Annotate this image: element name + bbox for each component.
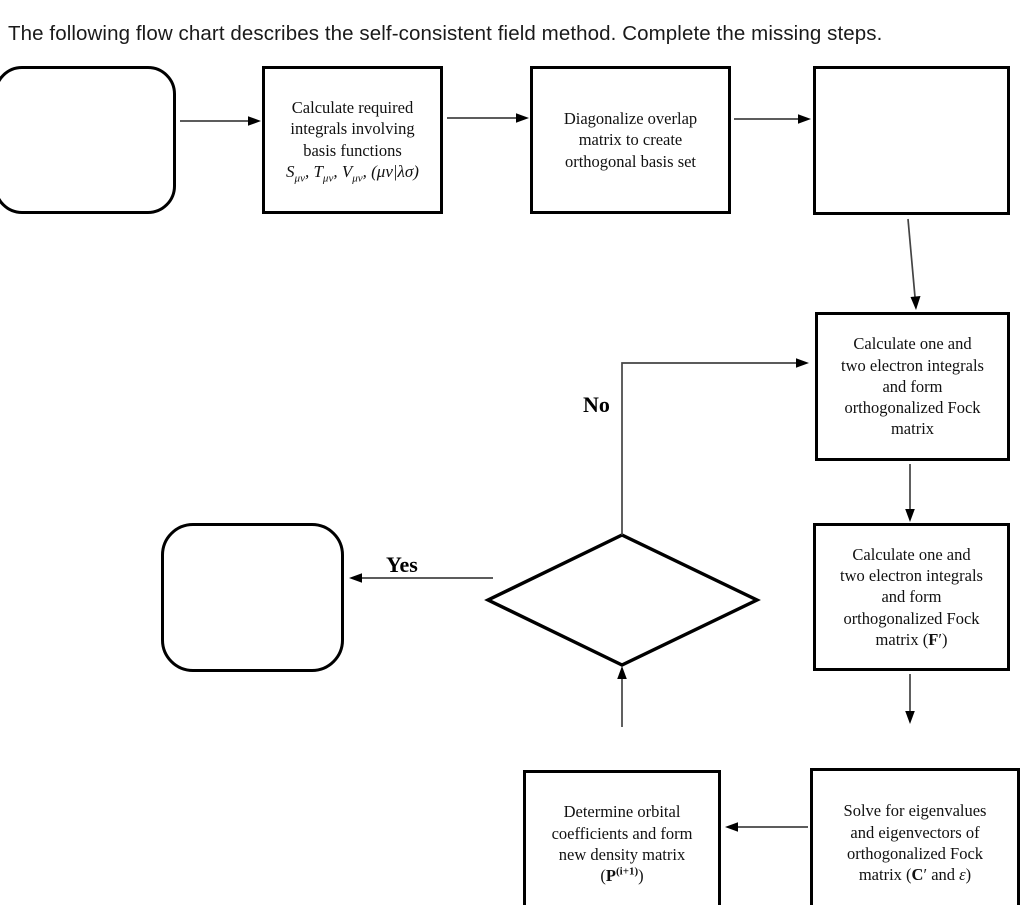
node-text-line: and form — [882, 376, 943, 396]
integrals-math-line: Sμν, Tμν, Vμν, (μν|λσ) — [286, 161, 419, 185]
arrow-blank-to-fock — [907, 218, 921, 310]
node-text-line: basis functions — [303, 140, 402, 160]
node-text-line: orthogonalized Fock — [843, 608, 980, 628]
node-text-line: Calculate one and — [853, 334, 972, 354]
node-text-line: Diagonalize overlap — [563, 109, 698, 129]
node-calc-integrals: Calculate required integrals involving b… — [262, 66, 443, 214]
node-text-line: (P(i+1)) — [600, 865, 644, 886]
no-branch-label: No — [583, 392, 610, 417]
node-text-line: Determine orbital — [563, 802, 681, 822]
arrow-diagonalize-to-blank — [734, 114, 811, 124]
arrow-no-to-fock — [621, 358, 809, 535]
node-diagonalize: Diagonalize overlap matrix to create ort… — [530, 66, 731, 214]
arrow-fock-to-fockprime — [905, 464, 915, 522]
yes-branch-label: Yes — [386, 552, 418, 577]
arrow-integrals-to-diagonalize — [447, 113, 529, 123]
node-text-line: Solve for eigenvalues — [843, 801, 987, 821]
node-solve-eigen: Solve for eigenvalues and eigenvectors o… — [810, 768, 1020, 905]
node-text-line: two electron integrals — [840, 566, 983, 586]
node-start-blank[interactable] — [0, 66, 176, 214]
node-text-line: orthogonalized Fock — [846, 844, 984, 863]
arrow-solve-to-determine — [725, 822, 808, 832]
node-text-line: matrix (F′) — [875, 629, 948, 649]
arrow-yes-to-end — [349, 573, 493, 583]
node-text-line: and form — [881, 587, 942, 607]
node-end-blank[interactable] — [161, 523, 344, 672]
node-text-line: coefficients and form — [551, 823, 693, 843]
node-text-line: orthogonalized Fock — [844, 398, 981, 418]
arrow-up-to-decision — [617, 666, 627, 727]
node-text-line: integrals involving — [290, 119, 415, 139]
node-text-line: matrix (C′ and ε) — [858, 865, 972, 885]
node-text-line: two electron integrals — [841, 355, 984, 375]
node-text-line: and eigenvectors of — [850, 822, 980, 842]
arrow-fockprime-down — [905, 674, 915, 724]
node-fock-prime: Calculate one and two electron integrals… — [813, 523, 1010, 671]
node-text-line: Calculate required — [291, 98, 414, 118]
node-fock-matrix: Calculate one and two electron integrals… — [815, 312, 1010, 461]
arrow-start-to-integrals — [180, 116, 261, 126]
node-determine-density: Determine orbital coefficients and form … — [523, 770, 721, 905]
node-text-line: matrix to create — [578, 130, 683, 150]
node-text-line: new density matrix — [558, 845, 686, 864]
node-blank-step[interactable] — [813, 66, 1010, 215]
decision-diamond[interactable] — [484, 533, 761, 667]
node-text-line: Calculate one and — [852, 544, 971, 564]
node-text-line: orthogonal basis set — [564, 151, 697, 171]
node-text-line: matrix — [890, 419, 935, 439]
page-title: The following flow chart describes the s… — [8, 22, 883, 45]
